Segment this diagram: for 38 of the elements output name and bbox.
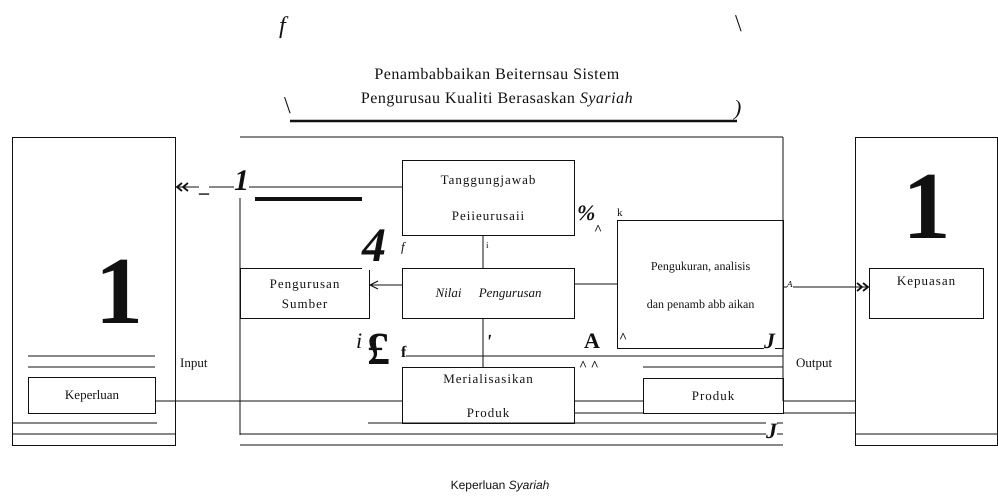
connector-line — [784, 412, 856, 414]
flow-label: Input — [180, 356, 208, 369]
process-box — [869, 268, 984, 319]
process-box — [240, 268, 370, 319]
connector-line — [482, 318, 484, 368]
process-label: Nilai Pengurusan — [435, 285, 542, 302]
process-label: Keperluan — [64, 387, 120, 404]
stray-glyph: i — [486, 241, 489, 250]
panel-number: 1 — [902, 158, 950, 254]
process-label: Merialisasikan Produk — [442, 370, 535, 422]
connector-line — [574, 400, 644, 402]
connector-line — [176, 182, 402, 192]
flow-label: Output — [796, 356, 832, 369]
process-label: Produk — [692, 388, 736, 404]
process-box — [402, 367, 575, 424]
panel-number: 1 — [95, 243, 143, 339]
connector-line — [369, 280, 402, 290]
customer-panel — [855, 137, 998, 446]
process-box — [28, 377, 156, 414]
process-box — [402, 268, 575, 319]
process-label: Pengurusan Sumber — [268, 274, 342, 312]
stray-glyph: A — [787, 280, 792, 289]
stray-glyph: ) — [734, 97, 742, 119]
process-box — [402, 160, 575, 236]
stray-glyph: k — [617, 208, 622, 219]
customer-panel — [12, 137, 176, 446]
diagram-title: Penambabbaikan Beiternsau Sistem Pengurusau Kualiti Berasaskan Syariah — [360, 65, 634, 109]
process-box — [617, 220, 784, 349]
diagram-caption: Keperluan Syariah — [450, 478, 550, 492]
stray-glyph: f — [401, 240, 405, 253]
connector-line — [482, 236, 484, 268]
process-label: Kepuasan — [896, 273, 956, 290]
process-label: Tanggungjawab Peiieurusaii — [440, 171, 538, 225]
connector-line — [784, 282, 870, 292]
process-label: Pengukuran, analisis dan penamb abb aikan — [646, 258, 756, 312]
connector-line — [156, 400, 402, 402]
stray-glyph: f — [279, 14, 286, 38]
process-box — [643, 378, 784, 414]
